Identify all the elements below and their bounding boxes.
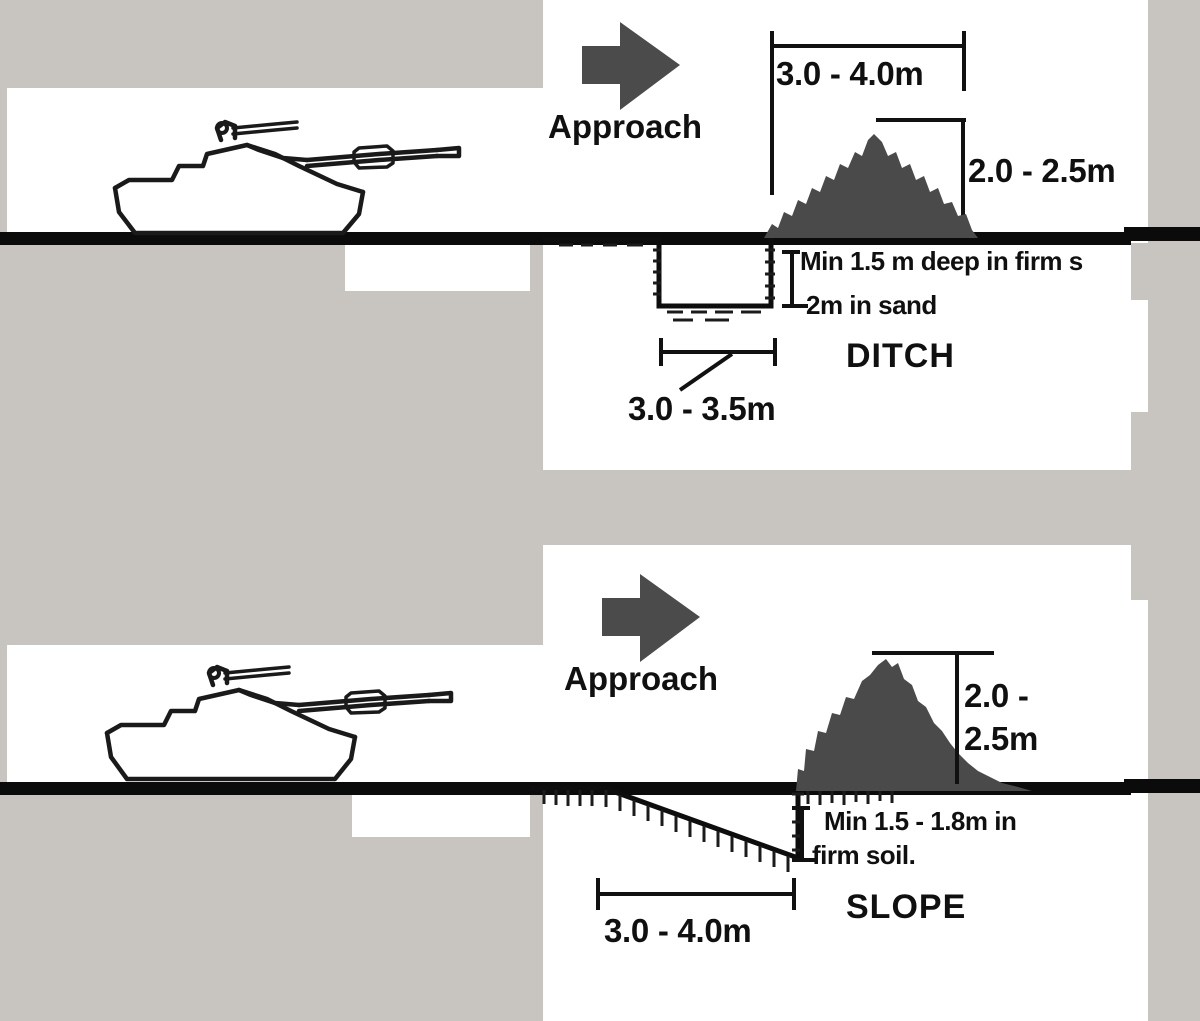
dim-label-ditch-top-width: 3.0 - 4.0m [776,55,924,92]
ditch-bottom-leader [678,352,734,392]
slope-depth-tick-bottom [792,858,816,862]
scan-panel-ditch-right [1131,0,1148,243]
dim-line-ditch-mound-top [876,118,966,122]
ground-line-upper-right [1124,227,1200,241]
ditch-note-sand: 2m in sand [806,290,937,320]
ditch-profile-clip [543,228,1131,338]
slope-note-depth: Min 1.5 - 1.8m in [824,806,1017,836]
right-arrow-icon-slope [602,574,700,662]
spoil-mound-ditch [764,134,978,238]
slope-depth-tick-top [792,806,810,810]
slope-profile-clip [530,778,1131,878]
dim-line-slope-run-width [596,892,796,896]
tank-upper-clip [7,88,543,238]
dim-tick-slope-right [792,878,796,910]
dim-line-ditch-top-width [770,44,966,48]
ditch-depth-leader [790,250,794,308]
scan-panel-ditch-right-lower [1131,300,1148,412]
slope-note-soil: firm soil. [812,840,916,870]
dim-label-slope-run-width: 3.0 - 4.0m [604,912,752,949]
ditch-depth-tick-top [782,250,800,254]
approach-label-ditch: Approach [548,108,703,145]
dim-label-ditch-bottom-width: 3.0 - 3.5m [628,390,776,427]
ditch-depth-tick-bottom [782,304,808,308]
diagram-title-ditch: DITCH [846,337,955,375]
slope-profile [530,785,894,872]
dim-tick-slope-left [596,878,600,910]
scan-panel-slope-patch [352,793,530,837]
diagram-title-slope: SLOPE [846,888,967,926]
dim-line-slope-mound-top [872,651,994,655]
dim-label-ditch-mound-height: 2.0 - 2.5m [968,152,1116,189]
dim-extension-left-ditch [770,31,774,195]
ditch-profile [543,236,775,322]
dim-tick-ditch-bottom-right [773,338,777,366]
dim-extension-ditch-mound [961,118,965,236]
dim-extension-slope-mound [955,651,959,784]
tank-silhouette-icon [104,664,454,782]
ditch-note-clip: Min 1.5 m deep in firm s [800,248,1131,282]
slope-depth-leader [800,806,804,862]
scan-panel-tank-upper [7,88,543,240]
scan-panel-ditch-patch [345,245,530,291]
approach-label-slope: Approach [564,660,719,697]
right-arrow-icon-ditch [582,22,680,110]
ground-line-lower-right [1124,779,1200,793]
dim-extension-right-ditch [962,31,966,91]
tank-lower-clip [7,645,543,785]
scan-panel-slope-right [1131,600,1148,1021]
spoil-mound-slope [796,659,1032,791]
ditch-note-depth: Min 1.5 m deep in firm s [800,248,1083,276]
dim-tick-ditch-bottom-left [659,338,663,366]
dim-line-ditch-bottom-width [659,350,777,354]
dim-label-slope-mound-height-1: 2.0 - [964,677,1029,714]
tank-silhouette-icon [112,119,462,236]
dim-label-slope-mound-height-2: 2.5m [964,720,1039,757]
